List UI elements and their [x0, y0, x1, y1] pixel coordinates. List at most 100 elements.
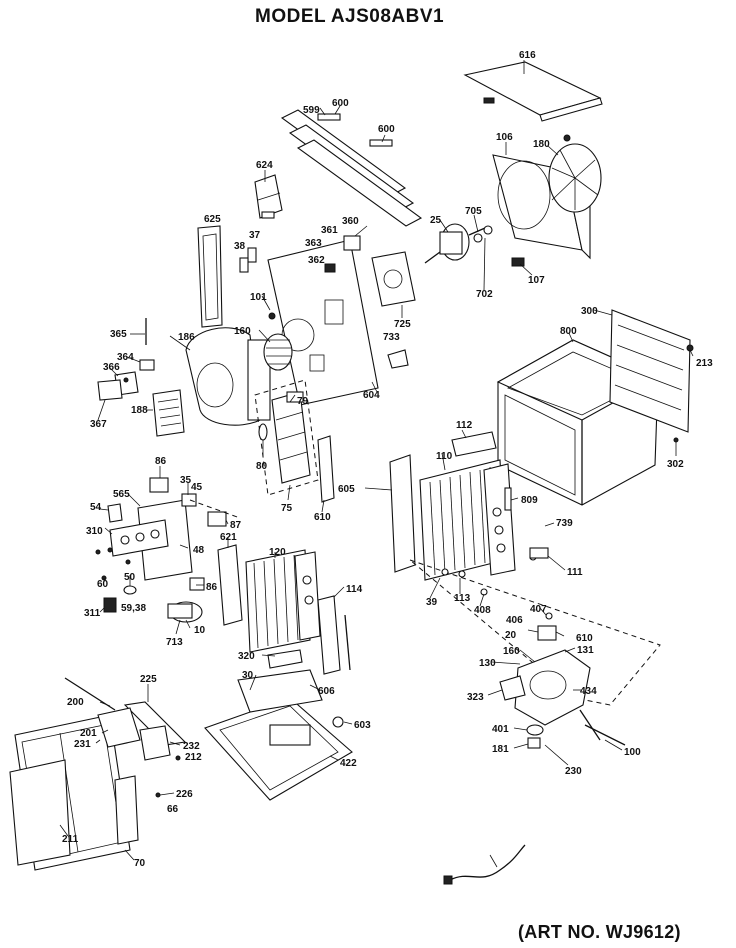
- callout-label: 39: [426, 597, 438, 608]
- callout-label: 401: [492, 724, 509, 735]
- callout-labels: 616 599 600 600 106 180 624 360 361 363 …: [62, 50, 713, 869]
- callout-label: 120: [269, 547, 286, 558]
- callout-label: 600: [378, 124, 395, 135]
- callout-label: 106: [496, 132, 513, 143]
- callout-label: 610: [314, 512, 331, 523]
- callout-label: 604: [363, 390, 380, 401]
- callout-label: 37: [249, 230, 261, 241]
- callout-label: 86: [155, 456, 167, 467]
- cabinet: [496, 309, 694, 506]
- callout-label: 610: [576, 633, 593, 644]
- top-panels: [280, 109, 423, 227]
- callout-label: 625: [204, 214, 221, 225]
- callout-label: 38: [234, 241, 246, 252]
- callout-label: 621: [220, 532, 237, 543]
- callout-label: 75: [281, 503, 293, 514]
- callout-label: 302: [667, 459, 684, 470]
- side-bracket-610: [317, 435, 335, 503]
- callout-label: 231: [74, 739, 91, 750]
- leader-lines: [59, 60, 694, 868]
- callout-label: 107: [528, 275, 545, 286]
- callout-label: 131: [577, 645, 594, 656]
- callout-label: 733: [383, 332, 400, 343]
- callout-label: 364: [117, 352, 134, 363]
- callout-label: 225: [140, 674, 157, 685]
- callout-label: 200: [67, 697, 84, 708]
- callout-label: 130: [479, 658, 496, 669]
- callout-label: 80: [256, 461, 268, 472]
- callout-label: 705: [465, 206, 482, 217]
- model-title: MODEL AJS08ABV1: [255, 6, 445, 27]
- callout-label: 114: [346, 584, 363, 595]
- callout-label: 406: [506, 615, 523, 626]
- callout-label: 603: [354, 720, 371, 731]
- callout-label: 112: [456, 420, 473, 431]
- callout-label: 86: [206, 582, 218, 593]
- callout-label: 616: [519, 50, 536, 61]
- callout-label: 48: [193, 545, 205, 556]
- front-grille: [9, 677, 187, 871]
- callout-label: 20: [505, 630, 517, 641]
- callout-label: 60: [97, 579, 109, 590]
- callout-label: 188: [131, 405, 148, 416]
- callout-label: 211: [62, 834, 79, 845]
- callout-label: 160: [503, 646, 520, 657]
- callout-label: 311: [84, 608, 101, 619]
- callout-label: 565: [113, 489, 130, 500]
- callout-label: 160: [234, 326, 251, 337]
- callout-label: 434: [580, 686, 597, 697]
- control-box: [95, 477, 241, 623]
- fan-shroud: [492, 134, 602, 267]
- callout-label: 232: [183, 741, 200, 752]
- callout-label: 407: [530, 604, 547, 615]
- callout-label: 366: [103, 362, 120, 373]
- callout-label: 30: [242, 670, 254, 681]
- callout-label: 70: [134, 858, 146, 869]
- compressor-assembly: [409, 547, 661, 749]
- callout-label: 100: [624, 747, 641, 758]
- callout-label: 226: [176, 789, 193, 800]
- bracket-624: [254, 174, 283, 219]
- blower-housing: [185, 312, 293, 426]
- callout-label: 363: [305, 238, 322, 249]
- callout-label: 66: [167, 804, 179, 815]
- motor-bracket: [371, 251, 416, 369]
- condenser-coil: [419, 431, 516, 581]
- callout-label: 186: [178, 332, 195, 343]
- callout-label: 181: [492, 744, 509, 755]
- callout-label: 25: [430, 215, 442, 226]
- callout-label: 702: [476, 289, 493, 300]
- callout-label: 10: [194, 625, 206, 636]
- callout-label: 800: [560, 326, 577, 337]
- callout-label: 725: [394, 319, 411, 330]
- callout-label: 300: [581, 306, 598, 317]
- callout-label: 110: [436, 451, 453, 462]
- callout-label: 367: [90, 419, 107, 430]
- callout-label: 362: [308, 255, 325, 266]
- callout-label: 230: [565, 766, 582, 777]
- base-pan: [204, 669, 353, 801]
- partition-panel: [239, 235, 379, 406]
- callout-label: 713: [166, 637, 183, 648]
- callout-label: 213: [696, 358, 713, 369]
- callout-label: 605: [338, 484, 355, 495]
- callout-label: 365: [110, 329, 127, 340]
- callout-label: 87: [230, 520, 242, 531]
- callout-label: 50: [124, 572, 136, 583]
- callout-label: 101: [250, 292, 267, 303]
- callout-label: 45: [191, 482, 203, 493]
- callout-label: 320: [238, 651, 255, 662]
- art-number: (ART NO. WJ9612): [518, 922, 681, 942]
- callout-label: 180: [533, 139, 550, 150]
- control-bracket-group: [254, 379, 319, 496]
- callout-label: 54: [90, 502, 102, 513]
- power-cord: [443, 844, 526, 885]
- top-cover: [463, 61, 603, 122]
- callout-label: 111: [567, 567, 583, 578]
- callout-label: 323: [467, 692, 484, 703]
- panel-625: [197, 225, 223, 328]
- fan-motor: [424, 223, 493, 264]
- callout-label: 310: [86, 526, 103, 537]
- callout-label: 600: [332, 98, 349, 109]
